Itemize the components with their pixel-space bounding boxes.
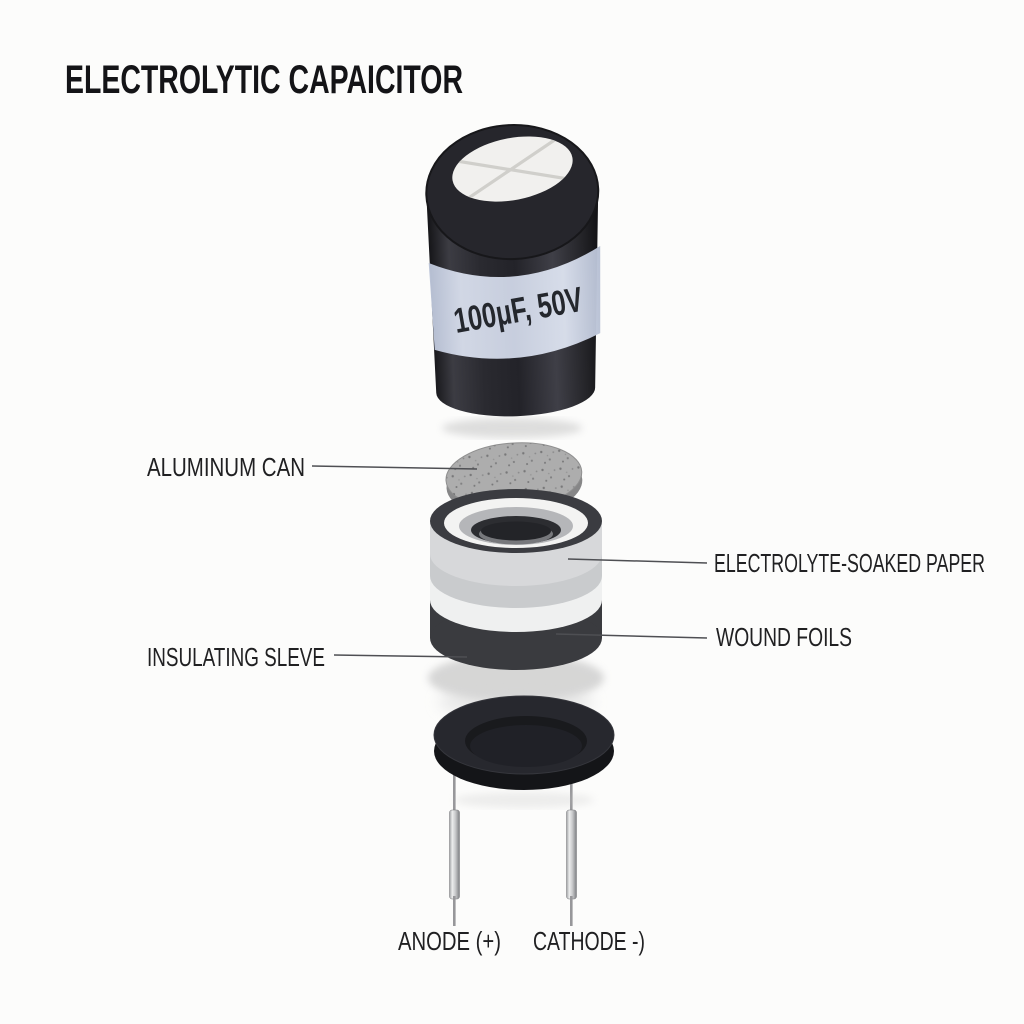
anode-pin	[449, 809, 460, 900]
label-insulating-sleeve: INSULATING SLEVE	[147, 642, 325, 672]
leader-line-insulating-sleeve	[333, 654, 468, 658]
vent-cross-icon	[446, 136, 579, 203]
rubber-seal	[433, 695, 615, 808]
label-wound-foils: WOUND FOILS	[716, 622, 852, 652]
seal-shadow	[454, 792, 594, 808]
cathode-wire-top	[570, 770, 573, 816]
leader-line-aluminum-can	[311, 465, 478, 470]
label-aluminum-can: ALUMINUM CAN	[147, 452, 305, 482]
anode-wire-bottom	[453, 896, 456, 926]
label-anode: ANODE (+)	[398, 926, 501, 956]
seal-recess-floor	[470, 725, 582, 767]
leader-lines	[311, 465, 708, 658]
leader-line-electrolyte-paper	[567, 558, 708, 564]
can-label-band	[428, 246, 601, 359]
wound-element-stack	[428, 489, 604, 718]
label-electrolyte-paper: ELECTROLYTE-SOAKED PAPER	[714, 548, 985, 578]
cathode-pin	[566, 809, 577, 900]
anode-lead	[449, 770, 460, 926]
anode-wire-top	[453, 770, 456, 816]
page-title: ELECTROLYTIC CAPAICITOR	[65, 58, 463, 102]
capacitor-can: 100μF, 50V	[425, 124, 601, 417]
cathode-wire-bottom	[570, 896, 573, 926]
leader-line-wound-foils	[555, 633, 708, 639]
label-cathode: CATHODE -)	[533, 926, 645, 956]
cathode-lead	[566, 770, 577, 926]
can-reflection	[442, 418, 582, 438]
stack-core-deep	[481, 521, 551, 541]
